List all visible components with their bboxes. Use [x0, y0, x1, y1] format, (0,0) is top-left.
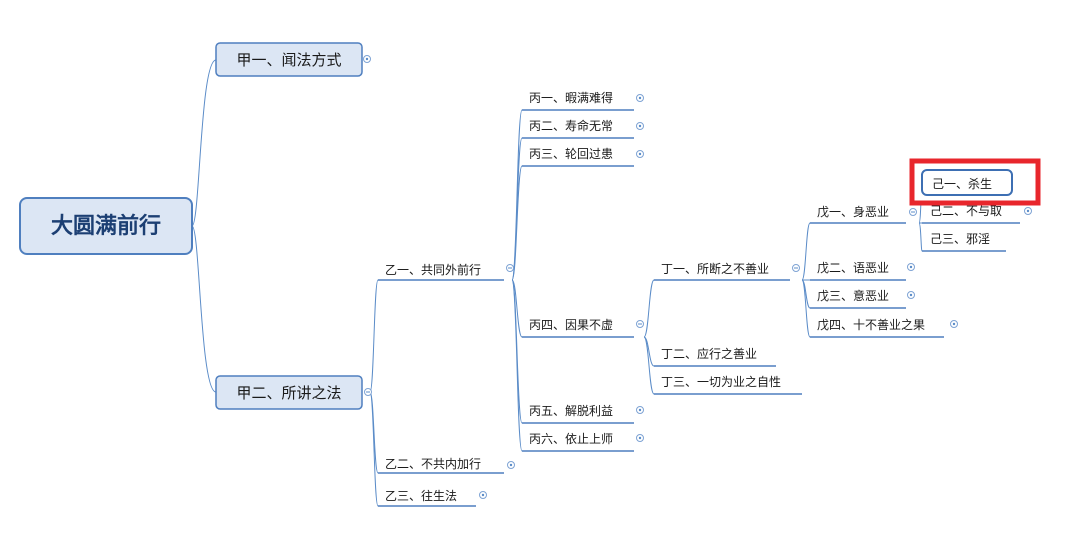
node-jia1[interactable]: 甲一、闻法方式	[215, 42, 363, 77]
node-bing1-label: 丙一、暇满难得	[529, 90, 613, 105]
node-jia1-label: 甲一、闻法方式	[236, 51, 341, 69]
node-ji1-selected[interactable]: 己一、杀生	[921, 169, 1013, 196]
node-wu4-label: 戊四、十不善业之果	[817, 317, 925, 332]
node-ding2-label: 丁二、应行之善业	[661, 346, 757, 361]
expand-toggle-wu4-icon[interactable]	[950, 320, 958, 328]
node-yi3-label: 乙三、往生法	[385, 488, 457, 503]
node-wu2[interactable]: 戊二、语恶业	[810, 261, 906, 281]
expand-toggle-yi2-icon[interactable]	[507, 461, 515, 469]
node-ji1-label: 己一、杀生	[932, 176, 992, 191]
node-bing1[interactable]: 丙一、暇满难得	[522, 90, 634, 111]
node-bing3[interactable]: 丙三、轮回过患	[522, 147, 634, 167]
expand-toggle-bing3-icon[interactable]	[636, 150, 644, 158]
node-ding1-label: 丁一、所断之不善业	[661, 261, 769, 276]
node-bing3-label: 丙三、轮回过患	[529, 147, 613, 161]
node-ding1[interactable]: 丁一、所断之不善业	[654, 261, 790, 281]
node-ji2[interactable]: 己二、不与取	[922, 204, 1020, 224]
connectors	[191, 59, 923, 507]
node-yi1[interactable]: 乙一、共同外前行	[378, 262, 504, 281]
root-node[interactable]: 大圆满前行	[19, 197, 193, 255]
node-ji3-label: 己三、邪淫	[930, 232, 990, 246]
expand-toggle-bing1-icon[interactable]	[636, 94, 644, 102]
node-wu3[interactable]: 戊三、意恶业	[810, 288, 906, 309]
root-label: 大圆满前行	[51, 213, 161, 239]
node-wu4[interactable]: 戊四、十不善业之果	[810, 317, 944, 338]
expand-toggle-yi3-icon[interactable]	[479, 491, 487, 499]
expand-toggle-wu3-icon[interactable]	[907, 291, 915, 299]
node-yi2[interactable]: 乙二、不共内加行	[378, 457, 504, 474]
node-ji2-label: 己二、不与取	[930, 204, 1002, 218]
expand-toggle-bing2-icon[interactable]	[636, 122, 644, 130]
node-yi1-label: 乙一、共同外前行	[385, 262, 481, 277]
node-bing5-label: 丙五、解脱利益	[529, 403, 613, 418]
node-ding3[interactable]: 丁三、一切为业之自性	[654, 375, 802, 395]
node-jia2[interactable]: 甲二、所讲之法	[215, 375, 363, 410]
expand-toggle-ji2-icon[interactable]	[1024, 207, 1032, 215]
node-yi3[interactable]: 乙三、往生法	[378, 488, 476, 507]
collapse-toggle-wu1-icon[interactable]	[909, 208, 917, 216]
node-wu1[interactable]: 戊一、身恶业	[810, 204, 906, 224]
node-wu3-label: 戊三、意恶业	[817, 288, 889, 303]
node-ding2[interactable]: 丁二、应行之善业	[654, 346, 776, 367]
expand-toggle-bing6-icon[interactable]	[636, 434, 644, 442]
expand-toggle-bing5-icon[interactable]	[636, 406, 644, 414]
node-bing2[interactable]: 丙二、寿命无常	[522, 118, 634, 139]
expand-toggle-wu2-icon[interactable]	[907, 263, 915, 271]
collapse-toggle-bing4-icon[interactable]	[636, 320, 644, 328]
node-bing4-label: 丙四、因果不虚	[529, 318, 613, 332]
node-bing6-label: 丙六、依止上师	[529, 431, 613, 446]
collapse-toggle-ding1-icon[interactable]	[792, 264, 800, 272]
node-bing6[interactable]: 丙六、依止上师	[522, 431, 634, 452]
expand-toggle-jia1-icon[interactable]	[363, 55, 371, 63]
node-ji3[interactable]: 己三、邪淫	[922, 232, 1006, 252]
collapse-toggle-yi1-icon[interactable]	[506, 264, 514, 272]
node-ding3-label: 丁三、一切为业之自性	[661, 375, 781, 389]
collapse-toggle-jia2-icon[interactable]	[364, 388, 372, 396]
node-yi2-label: 乙二、不共内加行	[385, 457, 481, 471]
node-wu1-label: 戊一、身恶业	[817, 204, 889, 219]
node-wu2-label: 戊二、语恶业	[817, 261, 889, 275]
node-bing4[interactable]: 丙四、因果不虚	[522, 318, 634, 338]
node-bing5[interactable]: 丙五、解脱利益	[522, 403, 634, 424]
node-bing2-label: 丙二、寿命无常	[529, 118, 613, 133]
node-jia2-label: 甲二、所讲之法	[236, 384, 341, 402]
